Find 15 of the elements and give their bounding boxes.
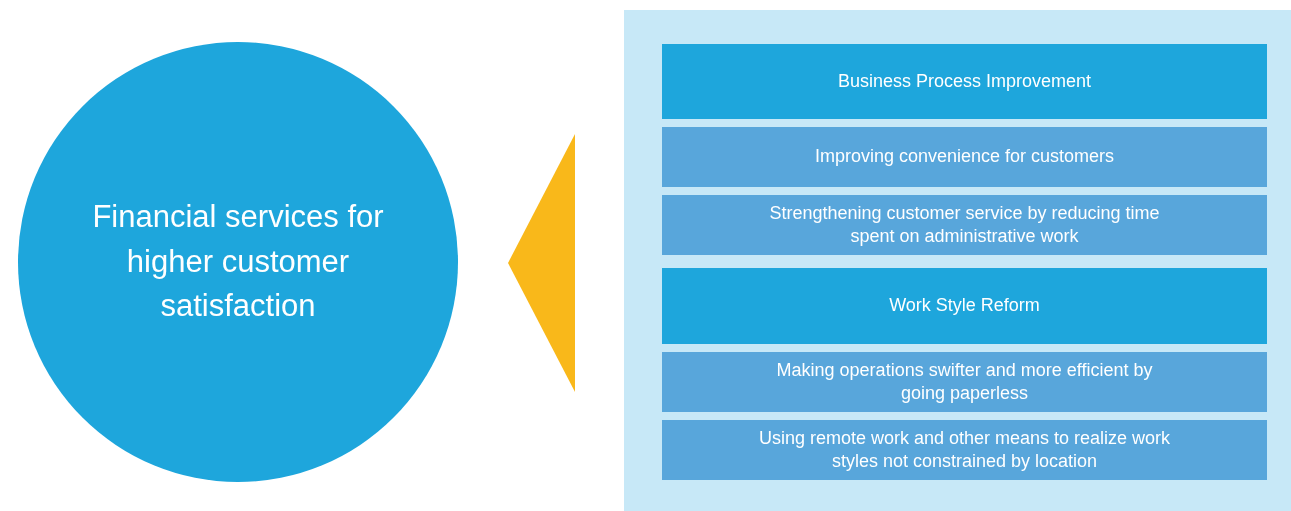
wedge-arrow — [508, 134, 575, 392]
node-text: Strengthening customer service by reducing time spent on administrative work — [768, 201, 1161, 248]
panel-background — [624, 10, 1291, 511]
node-text: Financial services for higher customer satisfaction — [91, 197, 385, 326]
node-text: Business Process Improvement — [837, 69, 1092, 93]
node-text: Making operations swifter and more efficient by going paperless — [775, 358, 1154, 405]
item-bar — [662, 195, 1267, 255]
node-text: Improving convenience for customers — [814, 145, 1115, 169]
item-bar — [662, 420, 1267, 480]
heading-bar — [662, 44, 1267, 119]
node-text: Using remote work and other means to realize work styles not constrained by location — [757, 426, 1172, 473]
item-bar — [662, 127, 1267, 187]
item-bar — [662, 352, 1267, 412]
node-text: Work Style Reform — [889, 294, 1040, 318]
heading-bar — [662, 268, 1267, 344]
